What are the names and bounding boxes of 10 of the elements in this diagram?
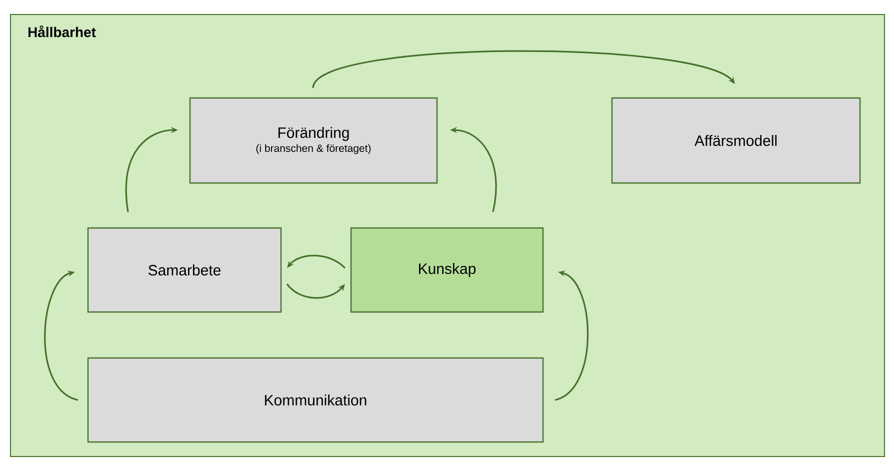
process-box: Förändring (i branschen & företaget) xyxy=(189,97,438,184)
arrow xyxy=(312,50,735,88)
arrow xyxy=(287,254,346,269)
process-box: Samarbete xyxy=(87,227,282,313)
arrow xyxy=(286,283,345,299)
arrow xyxy=(554,270,589,401)
process-box: Kunskap xyxy=(350,227,544,313)
process-box: Affärsmodell xyxy=(611,97,861,184)
process-box: Kommunikation xyxy=(87,357,544,443)
arrow xyxy=(44,270,78,401)
